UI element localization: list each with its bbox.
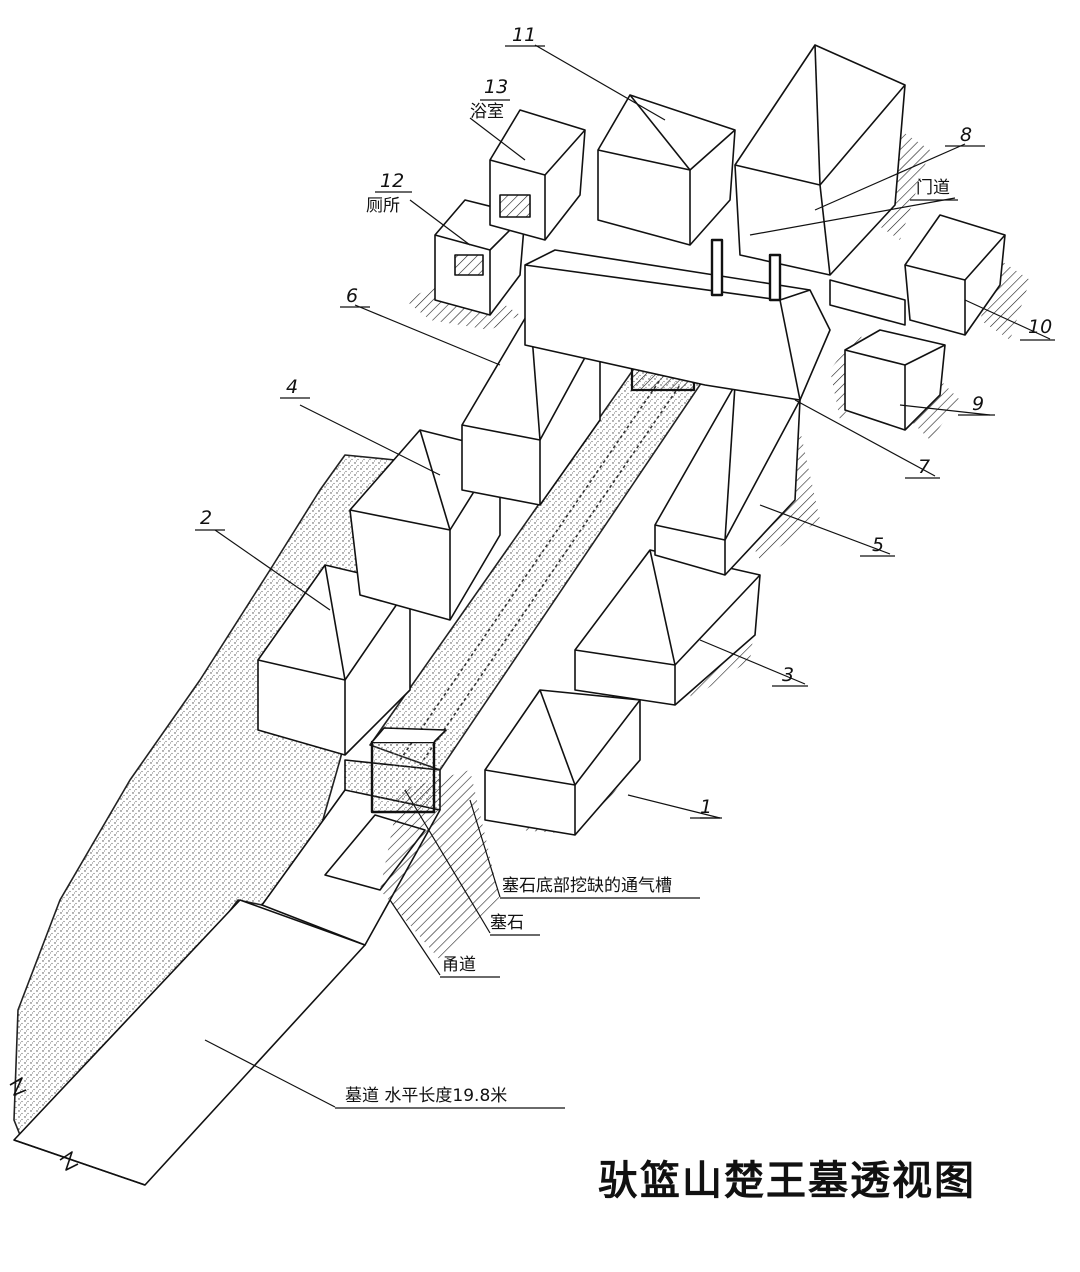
leader-lines <box>195 44 1055 1109</box>
shadow-left-2 <box>380 770 500 960</box>
label-1: 1 <box>700 796 713 818</box>
shadow-right-7 <box>910 380 960 440</box>
chamber-2 <box>257 564 411 756</box>
chamber-7 <box>524 249 831 401</box>
label-passage: 甬道 <box>442 955 476 975</box>
shadow-right-6 <box>980 260 1030 340</box>
label-2: 2 <box>200 507 213 529</box>
label-13: 13 <box>484 76 509 98</box>
label-doorway: 门道 <box>916 178 950 198</box>
label-tomb-path: 墓道 水平长度19.8米 <box>345 1086 508 1106</box>
label-5: 5 <box>872 534 885 556</box>
label-bathroom: 浴室 <box>470 102 504 122</box>
diagram-title: 驮篮山楚王墓透视图 <box>598 1158 976 1204</box>
label-10: 10 <box>1028 316 1053 338</box>
label-6: 6 <box>346 285 359 307</box>
label-vent-groove: 塞石底部挖缺的通气槽 <box>502 876 672 896</box>
label-3: 3 <box>782 664 795 686</box>
chamber-8 <box>734 44 906 276</box>
chamber-9 <box>844 329 946 431</box>
chamber-11 <box>597 94 736 246</box>
label-11: 11 <box>512 24 537 46</box>
label-4: 4 <box>286 376 299 398</box>
label-plug-stone: 塞石 <box>490 913 524 933</box>
chamber-3 <box>574 549 761 706</box>
plug-stone <box>370 740 436 814</box>
chamber-13 <box>489 109 586 241</box>
label-toilet: 厕所 <box>366 196 400 216</box>
label-12: 12 <box>380 170 405 192</box>
chamber-5 <box>654 384 801 576</box>
chamber-6 <box>461 309 601 506</box>
label-7: 7 <box>918 456 931 478</box>
chamber-1 <box>484 689 641 836</box>
chamber-10 <box>904 214 1006 336</box>
label-8: 8 <box>960 124 973 146</box>
label-9: 9 <box>972 393 985 415</box>
